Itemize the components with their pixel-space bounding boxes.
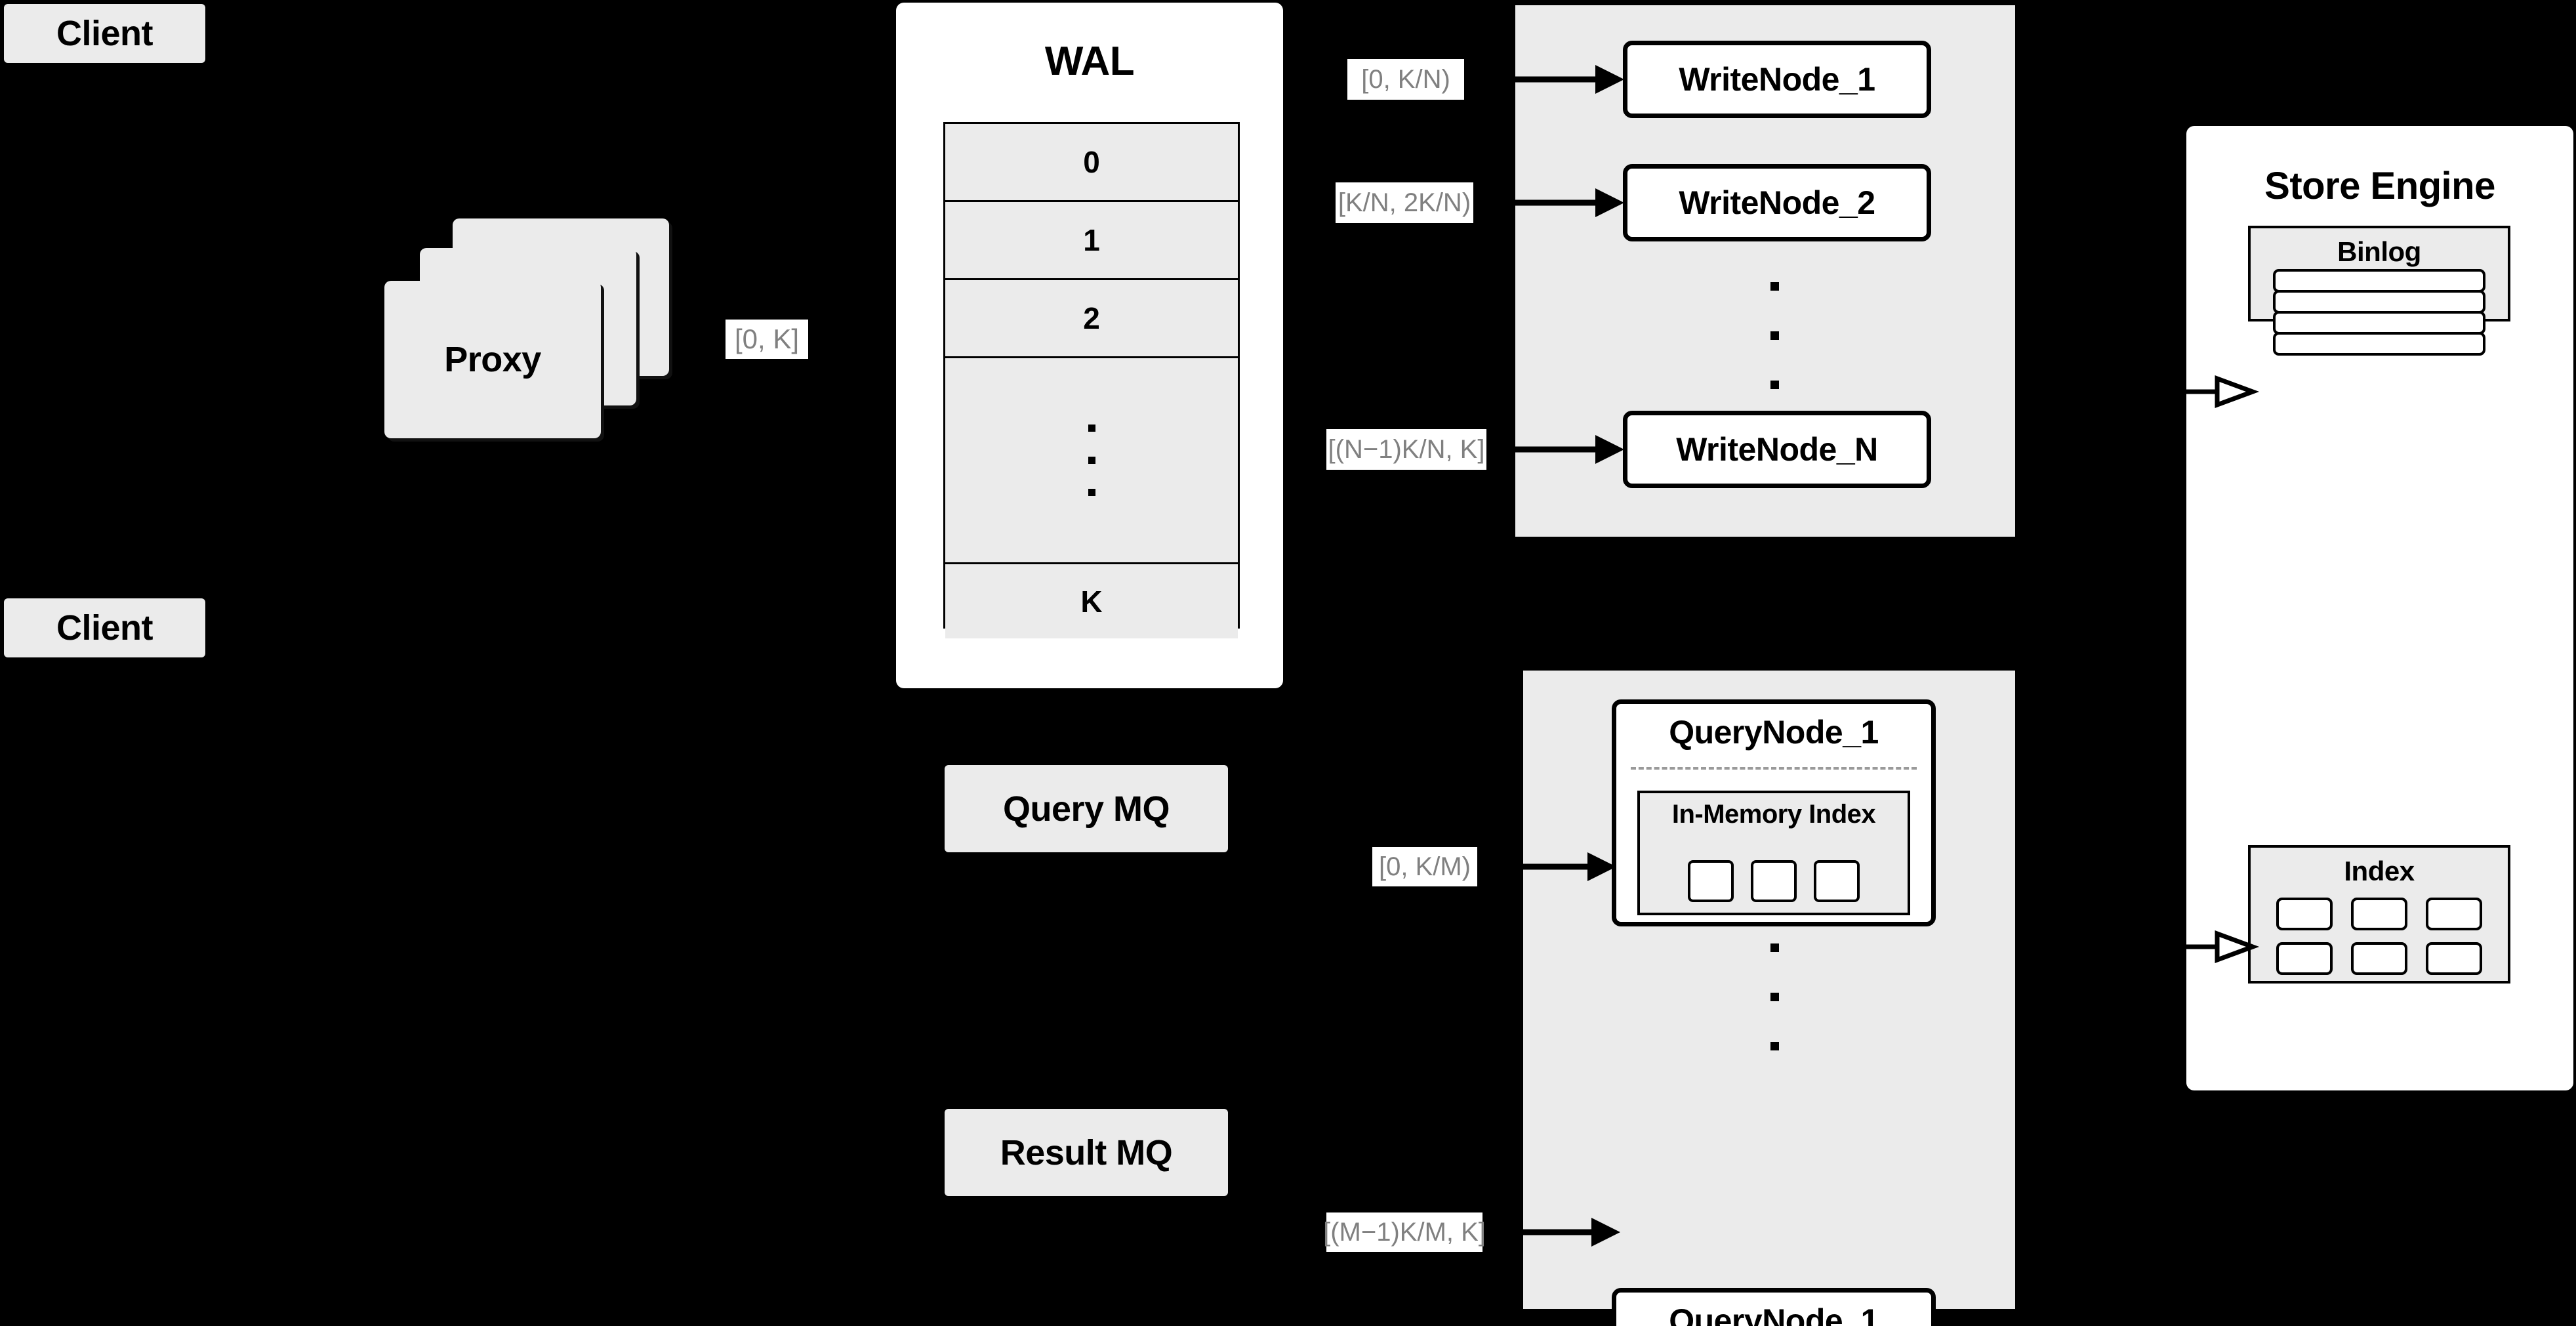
write-node-1-range-text: [0, K/N) [1361,64,1450,94]
write-node-1-range-label: [0, K/N) [1347,59,1464,100]
wal-row-ellipsis [945,358,1238,564]
result-mq-box[interactable]: Result MQ [945,1109,1228,1196]
binlog-row[interactable] [2273,290,2485,314]
index-cell[interactable] [2276,942,2333,975]
wal-panel: WAL 0 1 2 K [896,3,1283,688]
binlog-panel: Binlog [2248,226,2510,356]
result-mq-label: Result MQ [1000,1132,1173,1172]
query-mq-label: Query MQ [1002,789,1170,829]
ellipsis-dot [1770,331,1779,340]
index-panel: Index [2248,845,2510,984]
arrow-to-write-node-1 [1469,65,1624,94]
arrow-to-write-node-2 [1476,188,1624,217]
write-node-1-label: WriteNode_1 [1679,61,1875,98]
ellipsis-dot [1770,282,1779,291]
query-node-1-range-label: [0, K/M) [1372,847,1477,886]
index-cell[interactable] [2351,942,2407,975]
index-cell[interactable] [2426,898,2482,930]
query-node-1-label: QueryNode_1 [1669,714,1879,751]
index-grid-row [2269,942,2489,975]
wal-row-0[interactable]: 0 [945,124,1238,202]
store-engine-panel: Store Engine Binlog Index [2186,126,2573,1090]
query-node-2-label: QueryNode_1 [1669,1302,1879,1326]
wal-row-1[interactable]: 1 [945,202,1238,280]
ellipsis-dot [1770,943,1779,952]
write-node-2-range-text: [K/N, 2K/N) [1338,188,1471,217]
index-segment[interactable] [1814,860,1860,902]
ellipsis-dot [1088,489,1095,496]
client-box-1[interactable]: Client [4,4,205,63]
proxy-range-label: [0, K] [726,320,808,359]
index-cell[interactable] [2426,942,2482,975]
in-memory-index-1: In-Memory Index [1637,791,1910,915]
index-cell[interactable] [2276,898,2333,930]
write-node-n-label: WriteNode_N [1676,431,1878,468]
wal-row-label-k: K [1080,584,1103,619]
index-grid-row [2269,898,2489,930]
wal-row-label-0: 0 [1083,145,1100,179]
in-memory-index-1-title: In-Memory Index [1671,800,1876,829]
in-memory-index-1-segments [1640,860,1908,902]
wal-row-label-2: 2 [1083,301,1100,335]
ellipsis-dot [1088,425,1095,432]
write-node-n-range-label: [(N−1)K/N, K] [1326,429,1486,470]
client-box-2[interactable]: Client [4,598,205,657]
write-node-2[interactable]: WriteNode_2 [1623,164,1931,241]
arrow-to-binlog [2184,375,2260,409]
index-segment[interactable] [1688,860,1734,902]
query-node-2-range-text: [(M−1)K/M, K] [1323,1217,1486,1247]
binlog-title: Binlog [2337,236,2421,267]
proxy-box[interactable]: Proxy [384,281,601,438]
arrow-to-query-node-1 [1480,852,1616,881]
write-node-1[interactable]: WriteNode_1 [1623,41,1931,118]
query-node-1[interactable]: QueryNode_1 In-Memory Index [1612,699,1936,926]
wal-title: WAL [1044,39,1135,84]
binlog-row[interactable] [2273,332,2485,356]
ellipsis-dot [1770,381,1779,389]
ellipsis-dot [1770,993,1779,1001]
wal-row-2[interactable]: 2 [945,280,1238,358]
index-title: Index [2344,856,2415,886]
query-node-1-divider [1631,767,1917,770]
proxy-label: Proxy [444,340,541,379]
write-node-2-range-label: [K/N, 2K/N) [1336,182,1473,223]
client-label-1: Client [56,14,153,53]
binlog-row[interactable] [2273,269,2485,293]
binlog-row[interactable] [2273,311,2485,335]
binlog-row-list [2273,269,2485,356]
arrow-to-index [2184,930,2260,964]
query-node-1-range-text: [0, K/M) [1378,852,1471,881]
query-cluster-ellipsis [1768,943,1781,1050]
wal-row-label-1: 1 [1083,223,1100,257]
write-node-2-label: WriteNode_2 [1679,184,1875,221]
arrow-to-query-node-2 [1484,1218,1620,1247]
arrow-to-write-node-n [1488,435,1624,464]
write-cluster-ellipsis [1768,282,1781,389]
index-segment[interactable] [1751,860,1797,902]
proxy-range-text: [0, K] [734,323,800,354]
query-node-2[interactable]: QueryNode_1 In-Memory Index [1612,1288,1936,1326]
ellipsis-dot [1770,1042,1779,1050]
query-node-2-range-label: [(M−1)K/M, K] [1323,1212,1486,1252]
index-cell-grid [2269,898,2489,975]
store-engine-title: Store Engine [2264,165,2495,207]
query-mq-box[interactable]: Query MQ [945,765,1228,852]
ellipsis-dot [1088,457,1095,464]
index-cell[interactable] [2351,898,2407,930]
wal-table: 0 1 2 K [943,122,1240,638]
write-node-n-range-text: [(N−1)K/N, K] [1328,434,1485,464]
write-node-n[interactable]: WriteNode_N [1623,411,1931,488]
client-label-2: Client [56,608,153,648]
wal-row-k[interactable]: K [945,564,1238,638]
